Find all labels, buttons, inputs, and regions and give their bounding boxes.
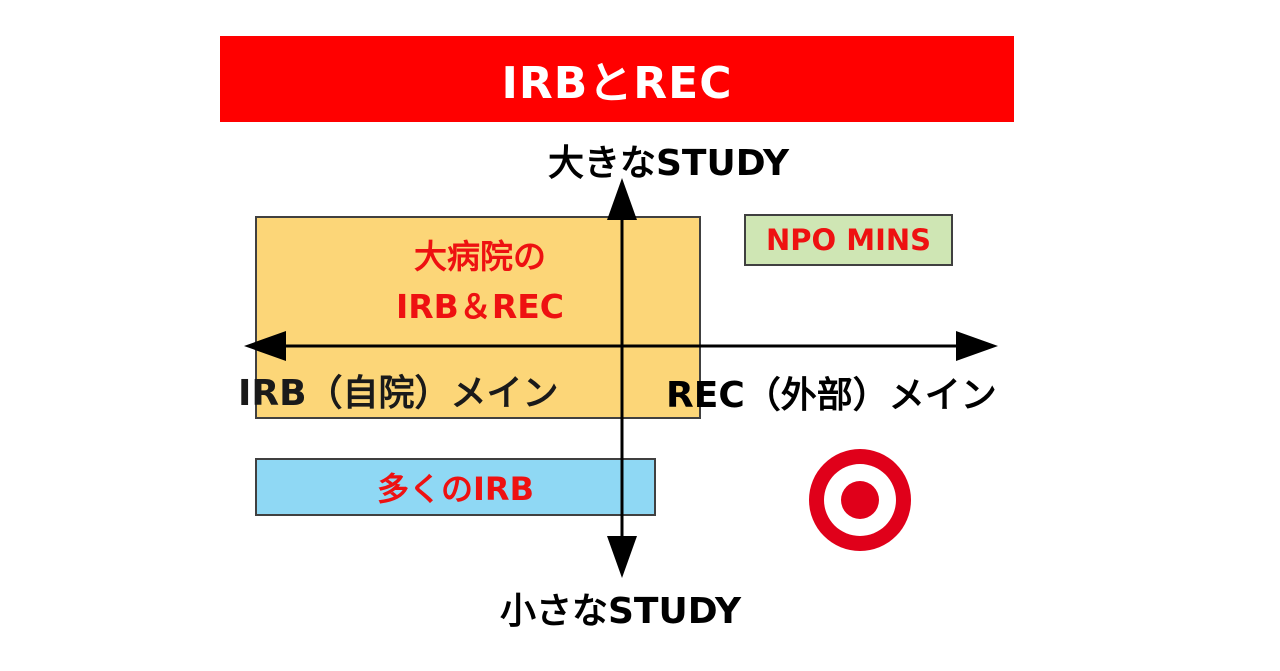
axis-label-bottom: 小さなSTUDY: [500, 591, 742, 632]
many-irb-label: 多くのIRB: [377, 470, 534, 508]
big-hospital-box: 大病院の IRB＆REC: [255, 216, 701, 419]
many-irb-box: 多くのIRB: [255, 458, 656, 516]
npo-mins-box: NPO MINS: [744, 214, 953, 266]
axis-label-top: 大きなSTUDY: [548, 143, 790, 184]
title-bar: IRBとREC: [220, 36, 1014, 122]
slide-title: IRBとREC: [501, 58, 733, 109]
big-hospital-label: 大病院の IRB＆REC: [257, 232, 703, 332]
big-hospital-label-line1: 大病院の: [414, 237, 546, 276]
axis-label-left: IRB（自院）メイン: [238, 373, 559, 414]
big-hospital-label-line2: IRB＆REC: [395, 287, 564, 326]
axis-label-right: REC（外部）メイン: [666, 375, 997, 416]
target-bullseye-icon: [809, 449, 911, 551]
npo-mins-label: NPO MINS: [765, 223, 932, 257]
